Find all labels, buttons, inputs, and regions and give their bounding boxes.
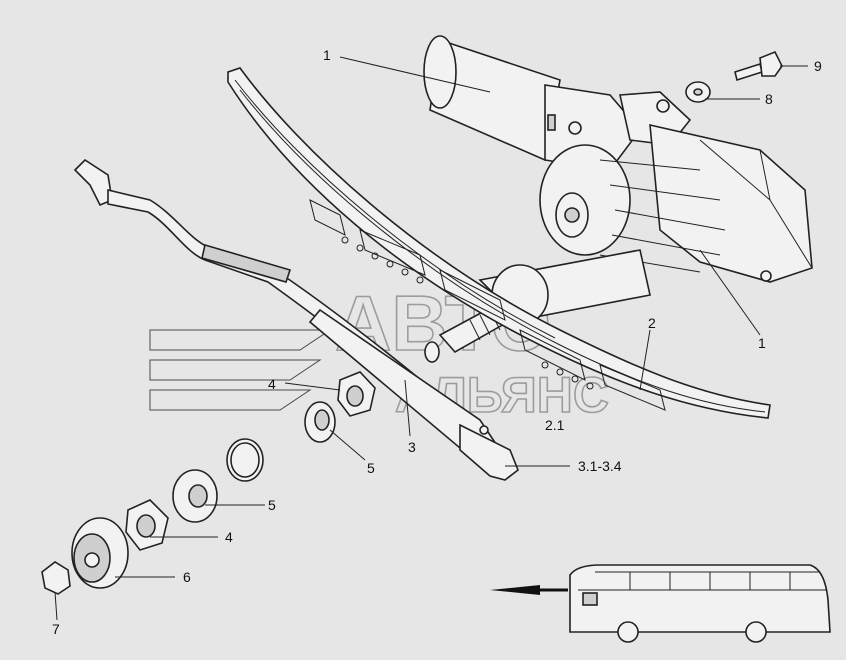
nut-4b bbox=[125, 499, 169, 551]
washer-5a bbox=[304, 401, 336, 443]
callout-labels: 1 9 8 1 2 2.1 4 3 5 3.1-3.4 5 4 6 7 bbox=[52, 47, 822, 637]
callout-7: 7 bbox=[52, 621, 60, 637]
washer-8 bbox=[685, 81, 711, 103]
callout-1-gear: 1 bbox=[758, 335, 766, 351]
bus-locator bbox=[490, 564, 831, 643]
callout-2: 2 bbox=[648, 315, 656, 331]
o-ring bbox=[226, 438, 264, 482]
wiper-blade-frame-links bbox=[309, 199, 666, 411]
bolt-9 bbox=[734, 50, 783, 82]
callout-9: 9 bbox=[814, 58, 822, 74]
callout-8: 8 bbox=[765, 91, 773, 107]
callout-3: 3 bbox=[408, 439, 416, 455]
callout-3-1-3-4: 3.1-3.4 bbox=[578, 458, 622, 474]
callout-4-upper: 4 bbox=[268, 376, 276, 392]
callout-2-1: 2.1 bbox=[545, 417, 565, 433]
bus-icon bbox=[569, 564, 831, 643]
drive-gear-6 bbox=[71, 517, 129, 589]
callout-5-upper: 5 bbox=[367, 460, 375, 476]
leader-lines bbox=[54, 56, 808, 621]
arrow-right-icon bbox=[490, 585, 540, 595]
callout-4-lower: 4 bbox=[225, 529, 233, 545]
wiper-motor bbox=[423, 35, 813, 363]
nut-4a bbox=[337, 371, 376, 417]
wiper-blade bbox=[227, 67, 771, 419]
watermark-logo-icon bbox=[149, 329, 332, 411]
callout-6: 6 bbox=[183, 569, 191, 585]
wiper-arm bbox=[73, 158, 519, 481]
washer-5b bbox=[172, 469, 218, 523]
cap-nut-7 bbox=[41, 561, 71, 595]
callout-1-motor: 1 bbox=[323, 47, 331, 63]
callout-5-lower: 5 bbox=[268, 497, 276, 513]
